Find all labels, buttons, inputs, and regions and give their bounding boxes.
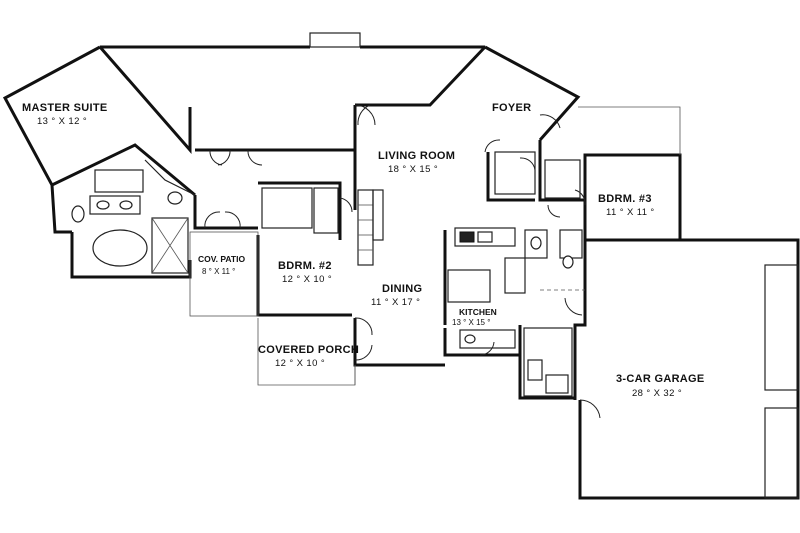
room-labels: MASTER SUITE 13 ° X 12 ° LIVING ROOM 18 …: [22, 102, 705, 399]
bedroom-2-dims: 12 ° X 10 °: [282, 274, 332, 285]
covered-porch-dims: 12 ° X 10 °: [275, 358, 325, 369]
bedroom-2-label: BDRM. #2: [278, 260, 332, 272]
garage-label: 3-CAR GARAGE: [616, 373, 705, 385]
dining-label: DINING: [382, 283, 422, 295]
kitchen-dims: 13 ° X 15 °: [452, 318, 490, 327]
exterior-outlines: [189, 231, 799, 499]
covered-porch-label: COVERED PORCH: [258, 344, 359, 356]
master-suite-dims: 13 ° X 12 °: [37, 116, 87, 127]
living-room-label: LIVING ROOM: [378, 150, 455, 162]
kitchen-label: KITCHEN: [459, 307, 497, 317]
foyer-label: FOYER: [492, 102, 531, 114]
bedroom-3-label: BDRM. #3: [598, 193, 652, 205]
living-room-dims: 18 ° X 15 °: [388, 164, 438, 175]
bedroom-3-dims: 11 ° X 11 °: [606, 207, 655, 218]
master-suite-label: MASTER SUITE: [22, 102, 108, 114]
covered-patio-dims: 8 ° X 11 °: [202, 267, 235, 276]
dining-dims: 11 ° X 17 °: [371, 297, 420, 308]
covered-patio-label: COV. PATIO: [198, 254, 245, 264]
doors: [204, 104, 601, 419]
fixtures: [71, 151, 585, 397]
garage-dims: 28 ° X 32 °: [632, 388, 682, 399]
